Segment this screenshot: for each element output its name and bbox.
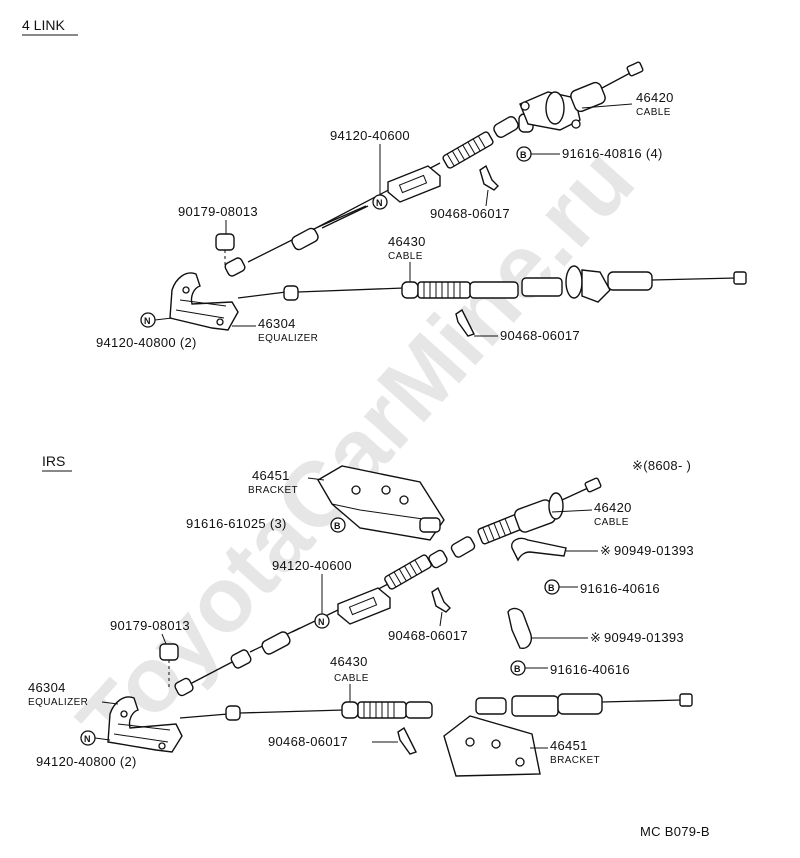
label-irs-stud-nut-90179-08013: 90179-08013	[110, 618, 190, 633]
label-bracket-46451-upper: 46451	[252, 468, 290, 483]
nut-mark: N	[376, 198, 383, 208]
section-4-link: 4 LINK	[22, 17, 747, 350]
label-irs-cable-46430: 46430	[330, 654, 368, 669]
label-nut-94120-40600: 94120-40600	[330, 128, 410, 143]
label-cable-46430: 46430	[388, 234, 426, 249]
cable-46430-drawing	[237, 265, 747, 303]
nut-mark-icon	[372, 194, 388, 210]
irs-nut-mark-icon	[314, 613, 330, 629]
clip-upper-drawing	[479, 164, 499, 191]
irs-clip-upper-drawing	[431, 586, 451, 613]
heading-irs: IRS	[42, 453, 65, 469]
bolt-bracket-mark-icon	[330, 517, 346, 533]
label-stud-nut-90179-08013: 90179-08013	[178, 204, 258, 219]
clip-lower-drawing	[455, 308, 475, 337]
label-irs-cable-rear-name: CABLE	[334, 673, 369, 684]
label-cable-name: CABLE	[636, 107, 671, 118]
label-bracket-46451-lower: 46451	[550, 738, 588, 753]
irs-retainer-block	[337, 587, 391, 625]
bolt-b-mark: B	[514, 664, 521, 674]
irs-clip-lower-drawing	[397, 726, 417, 755]
label-bracket-upper-name: BRACKET	[248, 485, 298, 496]
cable-46420-drawing	[224, 61, 644, 277]
bracket-upper-drawing	[317, 465, 445, 541]
label-irs-clip-lower: 90468-06017	[268, 734, 348, 749]
label-irs-clip-upper: 90468-06017	[388, 628, 468, 643]
label-cable-46420: 46420	[636, 90, 674, 105]
label-bracket-lower-name: BRACKET	[550, 755, 600, 766]
cable-retainer-block	[387, 165, 441, 203]
label-bolt-91616-40616-a: 91616-40616	[580, 581, 660, 596]
section-irs: IRS ※(8608- )	[28, 453, 694, 777]
label-irs-nut-94120-40800: 94120-40800 (2)	[36, 754, 137, 769]
label-clip-lower: 90468-06017	[500, 328, 580, 343]
bolt-bracket-mark: B	[334, 521, 341, 531]
label-bolt-91616-40616-b: 91616-40616	[550, 662, 630, 677]
bolt-mark: B	[520, 150, 527, 160]
label-irs-nut-94120-40600: 94120-40600	[272, 558, 352, 573]
label-bolt-91616-40816: 91616-40816 (4)	[562, 146, 663, 161]
stud-nut-drawing	[215, 233, 235, 268]
label-bolt-91616-61025: 91616-61025 (3)	[186, 516, 287, 531]
spring-clip-lower-drawing	[507, 607, 532, 649]
irs-cable-46430-drawing	[179, 693, 693, 721]
label-equalizer-name: EQUALIZER	[258, 333, 318, 344]
label-clip-90949-01393-upper: 90949-01393	[614, 543, 694, 558]
irs-stud-nut-drawing	[159, 643, 179, 690]
label-nut-94120-40800: 94120-40800 (2)	[96, 335, 197, 350]
label-clip-90468-06017: 90468-06017	[430, 206, 510, 221]
label-irs-equalizer-name: EQUALIZER	[28, 697, 88, 708]
nut-equalizer-mark: N	[144, 316, 151, 326]
asterisk-mark-upper: ※	[600, 543, 611, 558]
label-clip-90949-01393-lower: 90949-01393	[604, 630, 684, 645]
label-equalizer-46304: 46304	[258, 316, 296, 331]
irs-nut-mark: N	[318, 617, 325, 627]
label-irs-equalizer-46304: 46304	[28, 680, 66, 695]
asterisk-mark-lower: ※	[590, 630, 601, 645]
irs-nut-equalizer-mark: N	[84, 734, 91, 744]
irs-equalizer-drawing	[107, 696, 183, 753]
label-irs-cable-46420: 46420	[594, 500, 632, 515]
figure-code: MC B079-B	[640, 824, 710, 839]
heading-4-link: 4 LINK	[22, 17, 65, 33]
label-irs-cable-name: CABLE	[594, 517, 629, 528]
bolt-a-mark: B	[548, 583, 555, 593]
equalizer-drawing	[169, 272, 239, 331]
date-note: ※(8608- )	[632, 458, 691, 473]
label-cable-rear-name: CABLE	[388, 251, 423, 262]
bracket-lower-drawing	[443, 715, 541, 777]
irs-cable-46420-drawing	[174, 477, 602, 697]
spring-clip-upper-drawing	[511, 537, 567, 562]
